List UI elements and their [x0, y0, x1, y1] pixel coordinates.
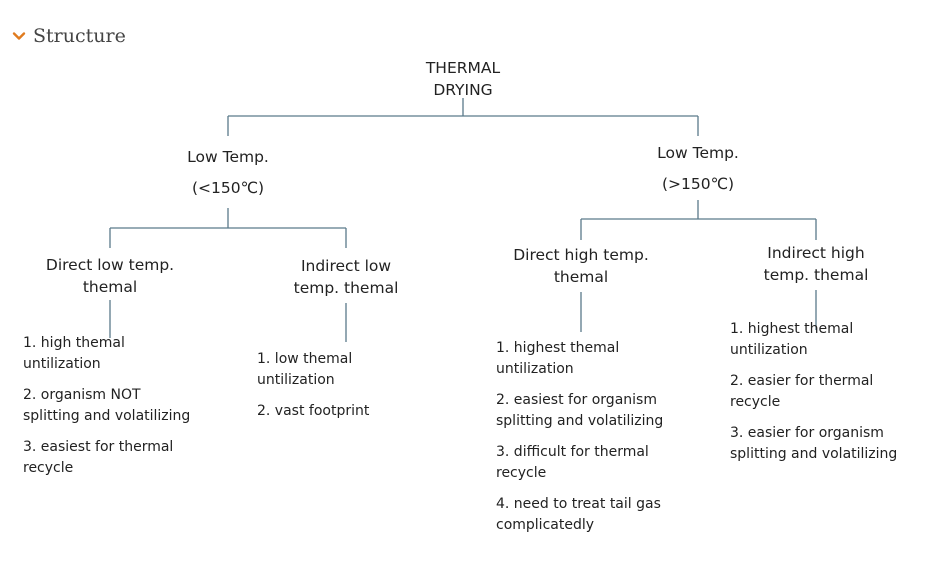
branch-low-temp-node: Low Temp. (<150℃) — [187, 148, 269, 197]
root-node: THERMAL DRYING — [425, 59, 501, 99]
chevron-down-icon[interactable] — [11, 28, 27, 44]
list-item: 2. easiest for organism splitting and vo… — [496, 392, 664, 429]
list-item: 2. vast footprint — [257, 403, 370, 419]
indirect-low-temp-list: 1. low themal untilization 2. vast footp… — [257, 349, 369, 432]
list-item: 1. high themal untilization — [23, 335, 125, 372]
indirect-low-temp-node: Indirect low temp. themal — [293, 257, 399, 297]
list-item: 1. highest themal untilization — [730, 321, 854, 358]
list-item: 1. highest themal untilization — [496, 340, 620, 377]
list-item: 3. easier for organism splitting and vol… — [730, 425, 898, 462]
section-title: Structure — [33, 25, 126, 47]
list-item: 3. easiest for thermal recycle — [23, 439, 174, 476]
direct-high-temp-node: Direct high temp. themal — [513, 246, 649, 286]
indirect-high-temp-list: 1. highest themal untilization 2. easier… — [730, 319, 897, 475]
list-item: 1. low themal untilization — [257, 351, 353, 388]
direct-high-temp-list: 1. highest themal untilization 2. easies… — [496, 338, 663, 546]
direct-low-temp-node: Direct low temp. themal — [45, 256, 175, 296]
branch-high-temp-node: Low Temp. (>150℃) — [657, 144, 739, 193]
indirect-high-temp-node: Indirect high temp. themal — [763, 244, 869, 284]
list-item: 2. easier for thermal recycle — [730, 373, 874, 410]
section-header[interactable]: Structure — [11, 24, 126, 48]
list-item: 4. need to treat tail gas complicatedly — [496, 496, 661, 533]
list-item: 2. organism NOT splitting and volatilizi… — [23, 387, 191, 424]
list-item: 3. difficult for thermal recycle — [496, 444, 649, 481]
direct-low-temp-list: 1. high themal untilization 2. organism … — [23, 333, 190, 489]
